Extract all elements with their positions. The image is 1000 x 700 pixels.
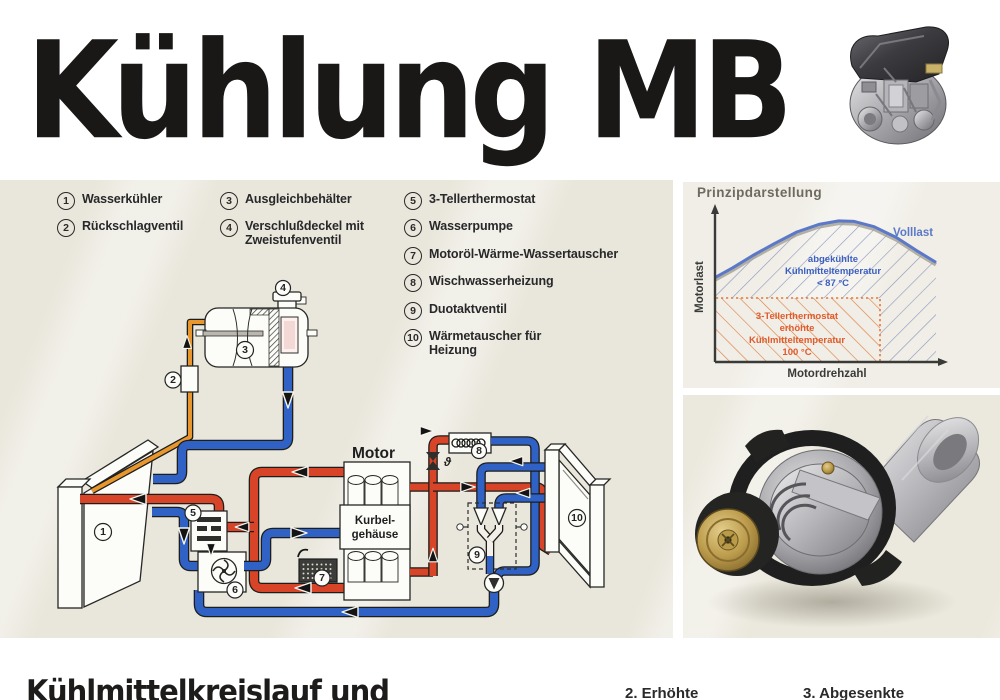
engine-block: Motor Kurbel- gehäuse (339, 445, 411, 601)
svg-text:Kühlmitteltemperatur: Kühlmitteltemperatur (785, 266, 881, 277)
curve-label: Volllast (893, 227, 933, 239)
legend-number: 2 (57, 219, 75, 237)
region-hot-hatch (715, 298, 880, 362)
legend-item-1: 1 Wasserkühler (57, 192, 162, 210)
callout-10: 10 (567, 508, 587, 528)
svg-text:ϑ: ϑ (443, 455, 452, 469)
legend-item-5: 5 3-Tellerthermostat (404, 192, 535, 210)
cooling-schematic: Motor Kurbel- gehäuse ϑ (56, 279, 612, 619)
pipe-heater-out-1 (477, 463, 550, 509)
thermo-valve: ϑ (426, 452, 452, 470)
legend-label: Duotaktventil (429, 302, 507, 316)
svg-text:3-Tellerthermostat: 3-Tellerthermostat (756, 311, 839, 322)
callout-4: 4 (274, 279, 292, 297)
heater-core (543, 443, 612, 589)
region-hot-label: 3-Tellerthermostat erhöhte Kühlmitteltem… (749, 311, 845, 358)
principle-chart: Motorlast Motordrehzahl Volllast abgeküh… (694, 204, 948, 380)
svg-text:Kühlmitteltemperatur: Kühlmitteltemperatur (749, 335, 845, 346)
callout-9: 9 (468, 546, 486, 564)
legend-number: 3 (220, 192, 238, 210)
pipe-riser-hot (429, 436, 449, 576)
legend-number: 9 (404, 302, 422, 320)
pipe-tank-return (153, 367, 292, 483)
check-valve (180, 365, 199, 393)
legend-label: Ausgleichbehälter (245, 192, 352, 206)
svg-text:100 °C: 100 °C (782, 347, 811, 358)
svg-text:< 87 °C: < 87 °C (817, 278, 849, 289)
legend-number: 4 (220, 219, 238, 237)
svg-text:gehäuse: gehäuse (352, 529, 399, 541)
legend-label: Motoröl-Wärme-Wassertauscher (429, 247, 619, 261)
callout-5: 5 (184, 504, 202, 522)
page-title: Kühlung MB (26, 14, 793, 170)
legend-label: 3-Tellerthermostat (429, 192, 536, 206)
svg-text:9: 9 (474, 549, 480, 561)
svg-text:3: 3 (242, 344, 248, 356)
callout-1: 1 (93, 522, 113, 542)
engine-photo (849, 26, 949, 145)
svg-text:10: 10 (571, 512, 583, 524)
callout-3: 3 (235, 340, 255, 360)
pipe-heater-out-2 (495, 494, 550, 509)
callout-2: 2 (164, 371, 182, 389)
y-axis-label: Motorlast (694, 261, 706, 313)
svg-text:Kurbel-: Kurbel- (355, 515, 395, 527)
legend-number: 5 (404, 192, 422, 210)
pipe-radiator-inlet (80, 495, 223, 514)
x-axis-arrowhead (938, 358, 948, 366)
svg-text:erhöhte: erhöhte (780, 323, 815, 334)
pipe-pump-to-engine (244, 529, 341, 570)
footer-heading: Kühlmittelkreislauf und (26, 673, 390, 700)
pipe-washer-out (491, 437, 539, 578)
legend-number: 1 (57, 192, 75, 210)
footer-item-2: 2. Erhöhte (625, 685, 699, 700)
svg-text:7: 7 (319, 572, 325, 584)
legend-number: 6 (404, 219, 422, 237)
legend-item-6: 6 Wasserpumpe (404, 219, 513, 237)
svg-text:4: 4 (280, 282, 286, 294)
legend-item-9: 9 Duotaktventil (404, 302, 507, 320)
legend-item-7: 7 Motoröl-Wärme-Wassertauscher (404, 247, 618, 265)
legend-label: Rückschlagventil (82, 219, 184, 233)
legend-label: Wasserkühler (82, 192, 163, 206)
callout-8: 8 (470, 442, 488, 460)
legend-label: Wasserpumpe (429, 219, 513, 233)
svg-text:8: 8 (476, 445, 482, 457)
curve-shadow (714, 221, 938, 282)
svg-text:2: 2 (170, 374, 176, 386)
footer-item-3: 3. Abgesenkte (803, 685, 905, 700)
chart-title: Prinzipdarstellung (697, 185, 822, 200)
aux-pump (483, 572, 505, 594)
duotakt-valve (456, 502, 528, 570)
thermostat-photo (695, 415, 980, 628)
legend-number: 10 (404, 329, 422, 347)
legend-number: 8 (404, 274, 422, 292)
callout-6: 6 (226, 581, 244, 599)
svg-text:5: 5 (190, 507, 196, 519)
region-hot-dotted-border (716, 297, 881, 361)
motor-label: Motor (352, 445, 395, 462)
legend-number: 7 (404, 247, 422, 265)
y-axis-arrowhead (711, 204, 719, 214)
callout-7: 7 (313, 569, 331, 587)
region-cool-label: abgekühlte Kühlmitteltemperatur < 87 °C (785, 254, 881, 289)
legend-label: Wischwasserheizung (429, 274, 554, 288)
volllast-curve (714, 219, 937, 279)
legend-item-8: 8 Wischwasserheizung (404, 274, 554, 292)
legend-item-2: 2 Rückschlagventil (57, 219, 183, 237)
x-axis-label: Motordrehzahl (787, 368, 866, 380)
legend-item-3: 3 Ausgleichbehälter (220, 192, 352, 210)
svg-text:abgekühlte: abgekühlte (808, 254, 858, 265)
svg-text:6: 6 (232, 584, 238, 596)
svg-text:1: 1 (100, 526, 106, 538)
expansion-tank (195, 291, 318, 368)
radiator (56, 439, 160, 609)
